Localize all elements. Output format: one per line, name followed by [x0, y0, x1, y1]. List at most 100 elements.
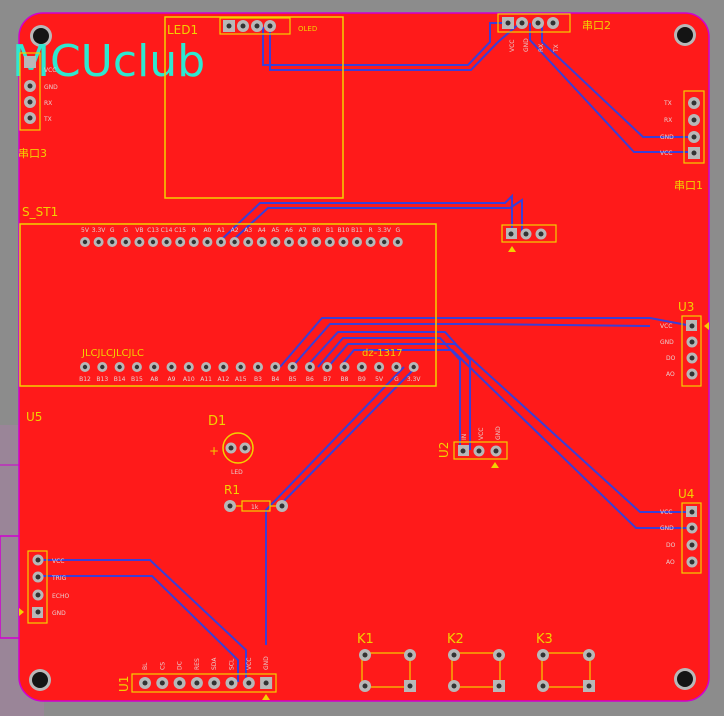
u4-sensor-header[interactable]: U4 VCC GND DO AO: [660, 487, 702, 574]
uart3-header[interactable]: VCC GND RX TX 串口3: [18, 52, 58, 160]
oled-led1-footprint[interactable]: LED1 OLED: [164, 16, 344, 199]
u4-pin-3: DO: [666, 542, 676, 549]
k2-button[interactable]: K2: [447, 632, 505, 692]
s-st1-top-pin-label-5: VB: [135, 227, 143, 234]
s-st1-bottom-pin-label-2: B13: [96, 376, 108, 383]
k3-button[interactable]: K3: [536, 632, 595, 692]
u1-pin-2: CS: [159, 662, 166, 670]
u3-sensor-header[interactable]: U3 VCC GND DO AO: [660, 300, 709, 387]
s-st1-bottom-pin-hole-3: [117, 364, 122, 370]
s-st1-top-pin-label-20: B10: [338, 227, 350, 234]
s-st1-bottom-pin-hole-11: [255, 364, 261, 370]
s-st1-ref: S_ST1: [22, 205, 58, 219]
u2-ref: U2: [437, 442, 451, 458]
s-st1-bottom-pin-label-1: B12: [79, 376, 91, 383]
s-st1-top-pin-hole-15: [273, 239, 278, 245]
s-st1-bottom-pin-label-13: B5: [289, 376, 297, 383]
d1-led[interactable]: D1 + LED: [208, 414, 254, 476]
s-st1-bottom-pin-label-12: B4: [271, 376, 279, 383]
u3-ref: U3: [678, 300, 694, 314]
s-st1-bottom-pin-label-18: 5V: [375, 376, 384, 383]
s-st1-top-pin-hole-18: [314, 239, 319, 245]
uart1-pin-2: RX: [664, 117, 672, 124]
u1-pin-8: GND: [263, 656, 270, 670]
s-st1-bottom-pin-hole-14: [307, 364, 313, 370]
u1-hole-6: [229, 680, 234, 686]
u4-pin-2: GND: [660, 525, 674, 532]
u1-hole-2: [159, 680, 165, 686]
led1-value: OLED: [298, 25, 317, 33]
r1-resistor[interactable]: R1 1k: [224, 483, 288, 512]
uart1-pin-1: TX: [663, 100, 672, 107]
s-st1-top-pin-hole-1: [82, 239, 88, 245]
s-st1-top-pin-label-7: C14: [161, 227, 173, 234]
u1-hole-4: [194, 680, 200, 686]
s-st1-top-pin-hole-16: [286, 239, 292, 245]
u5-ref: U5: [26, 410, 42, 424]
u1-ref: U1: [117, 676, 131, 692]
b-b1-header[interactable]: [501, 224, 557, 252]
s-st1-bottom-pin-hole-12: [273, 364, 278, 370]
uart1-header[interactable]: TX RX GND VCC 串口1: [660, 90, 705, 192]
s-st1-bottom-pin-hole-20: [411, 364, 416, 370]
k1-button[interactable]: K1: [357, 632, 416, 692]
s-st1-text-right: dz-1317: [362, 348, 403, 359]
s-st1-bottom-pin-hole-10: [238, 364, 243, 370]
u4-pin-1: VCC: [660, 509, 672, 516]
s-st1-top-pin-hole-8: [178, 239, 183, 245]
s-st1-text-left: JLCJLCJLCJLC: [81, 348, 144, 359]
s-st1-bottom-pin-label-19: G: [394, 376, 399, 383]
mounting-holes: [29, 24, 696, 691]
s-st1-top-pin-hole-21: [354, 239, 360, 245]
s-st1-bottom-pin-hole-2: [100, 364, 105, 370]
s-st1-top-pin-label-13: A3: [244, 227, 252, 234]
uart2-ref: 串口2: [582, 19, 611, 32]
uart3-pin-2: GND: [44, 84, 58, 91]
s-st1-bottom-pin-label-14: B6: [306, 376, 314, 383]
s-st1-top-pin-label-23: 3.3V: [377, 227, 392, 234]
u1-pin-4: RES: [194, 658, 201, 670]
d1-plus-mark: +: [209, 444, 219, 458]
s-st1-top-pin-hole-4: [123, 239, 128, 245]
s-st1-bottom-pin-label-17: B9: [358, 376, 366, 383]
uart3-pin-1: VCC: [44, 67, 56, 74]
s-st1-top-pin-hole-14: [259, 239, 264, 245]
u1-pin-5: SDA: [211, 657, 218, 670]
s-st1-top-pin-label-8: C15: [174, 227, 186, 234]
s-st1-top-pin-label-6: C13: [147, 227, 159, 234]
s-st1-top-pin-hole-10: [205, 239, 210, 245]
s-st1-bottom-pin-label-15: B7: [323, 376, 331, 383]
logo-text: MCUclub: [12, 36, 205, 87]
u2-pin-2: VCC: [478, 428, 485, 440]
s-st1-bottom-pin-hole-4: [134, 364, 140, 370]
s-st1-top-pin-hole-11: [218, 239, 224, 245]
uart2-header[interactable]: 串口2 VCC GND RX TX: [497, 13, 611, 53]
s-st1-top-pin-hole-19: [327, 239, 332, 245]
s-st1-bottom-pin-hole-16: [342, 364, 347, 370]
u5-ultrasonic-header[interactable]: U5 VCC TRIG ECHO GND: [19, 410, 69, 624]
u1-hole-3: [177, 680, 183, 686]
u1-hole-1: [142, 680, 148, 686]
s-st1-top-pin-hole-12: [232, 239, 237, 245]
u1-pin-3: DC: [177, 661, 184, 670]
u1-hole-8: [263, 680, 269, 686]
s-st1-top-pin-hole-23: [382, 239, 387, 245]
u2-pin-3: GND: [495, 426, 502, 440]
d1-value: LED: [231, 469, 243, 476]
uart2-pin-4: TX: [553, 44, 560, 53]
s-st1-top-pin-hole-17: [300, 239, 305, 245]
u4-ref: U4: [678, 487, 694, 501]
s-st1-bottom-pin-hole-7: [186, 364, 191, 370]
s-st1-top-pin-label-11: A1: [217, 227, 225, 234]
u2-header[interactable]: U2 IN VCC GND: [437, 426, 508, 468]
s-st1-top-pin-hole-9: [191, 239, 196, 245]
uart1-ref: 串口1: [674, 179, 703, 192]
s-st1-bottom-pin-label-10: A15: [235, 376, 247, 383]
u1-hole-5: [211, 680, 217, 686]
s-st1-top-pin-hole-2: [96, 239, 101, 245]
s-st1-top-pin-label-10: A0: [203, 227, 211, 234]
s-st1-bottom-pin-label-4: B15: [131, 376, 143, 383]
